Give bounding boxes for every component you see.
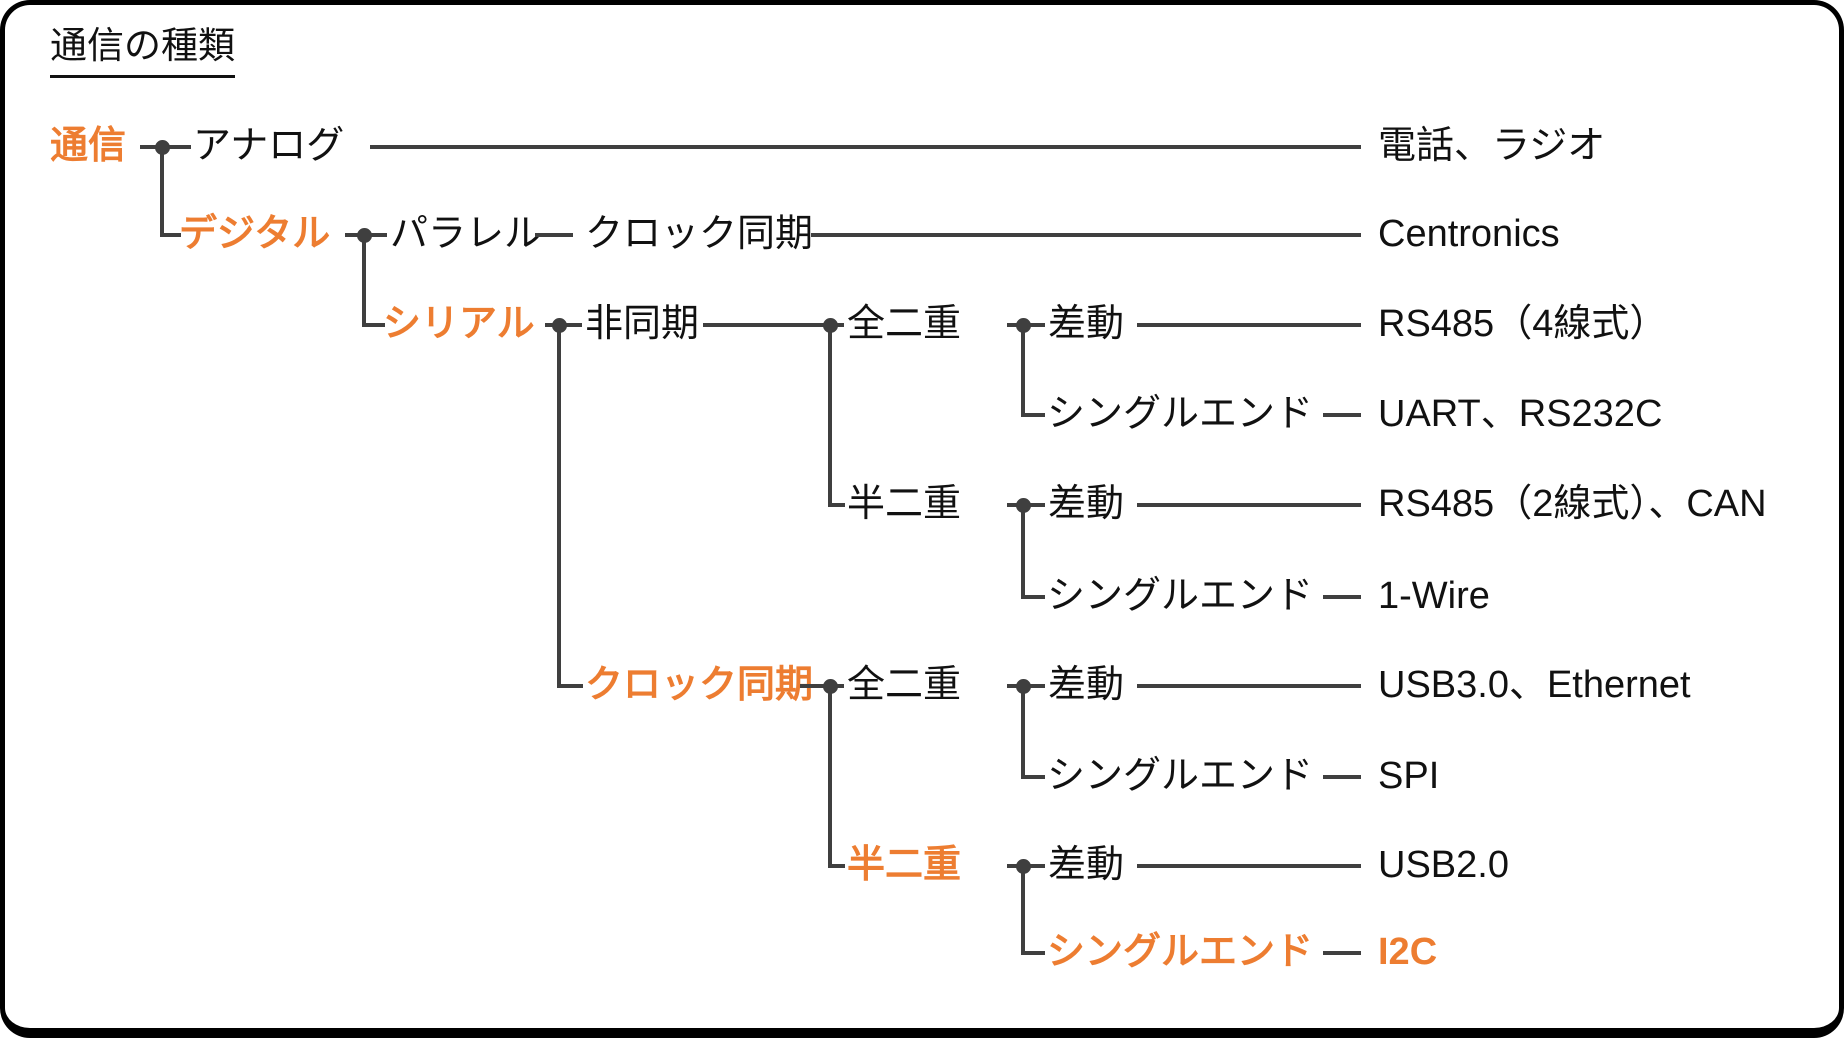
connector-line bbox=[703, 323, 844, 327]
diagram-title: 通信の種類 bbox=[50, 25, 235, 78]
leaf-usb3-ethernet: USB3.0、Ethernet bbox=[1378, 664, 1691, 707]
node-sync-full-diff: 差動 bbox=[1048, 664, 1125, 707]
node-serial: シリアル bbox=[383, 303, 535, 346]
connector-line bbox=[1323, 775, 1361, 779]
node-async-full-single-ended: シングルエンド bbox=[1047, 393, 1314, 436]
connector-line bbox=[160, 147, 164, 237]
branch-dot bbox=[1016, 859, 1031, 874]
branch-dot bbox=[1016, 498, 1031, 513]
connector-line bbox=[1137, 503, 1361, 507]
connector-line bbox=[1021, 413, 1045, 417]
branch-dot bbox=[1016, 318, 1031, 333]
leaf-i2c: I2C bbox=[1378, 931, 1438, 974]
branch-dot bbox=[1016, 679, 1031, 694]
node-parallel-clock-sync: クロック同期 bbox=[585, 213, 814, 256]
connector-line bbox=[557, 684, 583, 688]
connector-line bbox=[1323, 951, 1361, 955]
leaf-rs485-2wire-can: RS485（2線式）、CAN bbox=[1378, 483, 1767, 526]
leaf-centronics: Centronics bbox=[1378, 213, 1560, 256]
connector-line bbox=[811, 233, 1361, 237]
node-sync-half-single-ended: シングルエンド bbox=[1047, 931, 1314, 974]
node-async: 非同期 bbox=[585, 303, 700, 346]
connector-line bbox=[1021, 595, 1045, 599]
connector-line bbox=[1021, 951, 1045, 955]
connector-line bbox=[1137, 684, 1361, 688]
node-async-half-duplex: 半二重 bbox=[847, 483, 962, 526]
node-sync-half-diff: 差動 bbox=[1048, 844, 1125, 887]
connector-line bbox=[1021, 866, 1025, 955]
connector-line bbox=[1323, 595, 1361, 599]
connector-line bbox=[535, 233, 573, 237]
connector-line bbox=[828, 503, 845, 507]
connector-line bbox=[828, 686, 832, 868]
connector-line bbox=[1021, 686, 1025, 779]
node-parallel: パラレル bbox=[390, 213, 543, 256]
node-async-full-diff: 差動 bbox=[1048, 303, 1125, 346]
leaf-spi: SPI bbox=[1378, 755, 1440, 798]
leaf-usb2: USB2.0 bbox=[1378, 844, 1509, 887]
node-clock-sync: クロック同期 bbox=[585, 664, 814, 707]
leaf-uart-rs232c: UART、RS232C bbox=[1378, 393, 1663, 436]
node-sync-full-single-ended: シングルエンド bbox=[1047, 755, 1314, 798]
connector-line bbox=[557, 325, 561, 688]
connector-line bbox=[362, 235, 366, 327]
connector-line bbox=[1021, 505, 1025, 599]
branch-dot bbox=[823, 679, 838, 694]
connector-line bbox=[1137, 323, 1361, 327]
node-communication: 通信 bbox=[50, 125, 127, 168]
connector-line bbox=[362, 323, 385, 327]
connector-line bbox=[828, 325, 832, 507]
node-digital: デジタル bbox=[179, 213, 331, 256]
connector-line bbox=[370, 145, 1361, 149]
connector-line bbox=[1137, 864, 1361, 868]
node-async-full-duplex: 全二重 bbox=[847, 303, 962, 346]
branch-dot bbox=[823, 318, 838, 333]
branch-dot bbox=[552, 318, 567, 333]
connector-line bbox=[1021, 325, 1025, 417]
leaf-rs485-4wire: RS485（4線式） bbox=[1378, 303, 1668, 346]
connector-line bbox=[160, 233, 181, 237]
leaf-1wire: 1-Wire bbox=[1378, 575, 1490, 618]
branch-dot bbox=[155, 140, 170, 155]
connector-line bbox=[800, 684, 844, 688]
node-analog: アナログ bbox=[193, 125, 345, 168]
branch-dot bbox=[357, 228, 372, 243]
node-sync-half-duplex: 半二重 bbox=[847, 844, 962, 887]
connector-line bbox=[828, 864, 845, 868]
node-sync-full-duplex: 全二重 bbox=[847, 664, 962, 707]
node-async-half-diff: 差動 bbox=[1048, 483, 1125, 526]
connector-line bbox=[1021, 775, 1045, 779]
node-async-half-single-ended: シングルエンド bbox=[1047, 575, 1314, 618]
connector-line bbox=[1323, 413, 1361, 417]
leaf-phone-radio: 電話、ラジオ bbox=[1378, 125, 1606, 168]
